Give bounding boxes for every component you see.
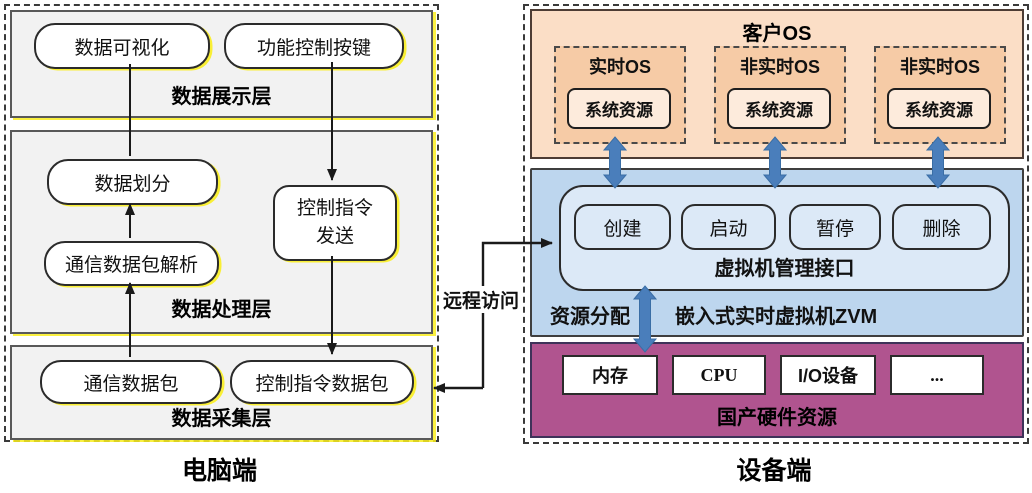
- vm-management-interface-label: 虚拟机管理接口: [714, 258, 855, 280]
- hw-item-label: ...: [930, 364, 944, 385]
- data-display-layer: 数据可视化 功能控制按键 数据展示层: [10, 10, 433, 118]
- node-comm-packet-parsing: 通信数据包解析: [44, 241, 219, 286]
- os-name: 非实时OS: [899, 57, 980, 77]
- vm-button-label: 暂停: [815, 218, 854, 240]
- system-resource-label: 系统资源: [745, 101, 813, 120]
- computer-side-caption: 电脑端: [181, 457, 257, 485]
- device-side-container: [523, 4, 1029, 444]
- system-resource-box: 系统资源: [887, 88, 991, 129]
- realtime-os-box: 实时OS 系统资源: [554, 46, 686, 144]
- vm-pause-button: 暂停: [789, 204, 881, 250]
- node-label: 控制指令数据包: [255, 373, 389, 395]
- system-resource-box: 系统资源: [567, 88, 671, 129]
- system-resource-box: 系统资源: [727, 88, 831, 129]
- vm-start-button: 启动: [681, 204, 776, 250]
- hw-item-label: CPU: [700, 364, 738, 385]
- resource-allocation-label: 资源分配: [550, 306, 630, 328]
- device-side-caption: 设备端: [736, 457, 812, 485]
- os-name: 实时OS: [588, 57, 651, 77]
- data-collection-layer-label: 数据采集层: [171, 408, 272, 430]
- hardware-title: 国产硬件资源: [717, 407, 837, 429]
- zvm-box: 创建 启动 暂停 删除 虚拟机管理接口 资源分配 嵌入式实时虚拟机ZVM: [530, 168, 1024, 337]
- non-realtime-os-box-2: 非实时OS 系统资源: [874, 46, 1006, 144]
- node-label: 通信数据包解析: [64, 255, 198, 276]
- os-name: 非实时OS: [739, 57, 820, 77]
- guest-os-title: 客户OS: [742, 23, 812, 45]
- hardware-box: 内存 CPU I/O设备 ... 国产硬件资源: [530, 342, 1024, 438]
- node-control-instruction-send: 控制指令 发送: [273, 185, 397, 261]
- vm-button-label: 启动: [709, 218, 748, 240]
- computer-side-container: [4, 4, 439, 442]
- node-function-control-buttons: 功能控制按键: [224, 23, 404, 69]
- guest-os-box: 客户OS 实时OS 系统资源 非实时OS 系统资源 非实时OS 系统资源: [530, 9, 1024, 159]
- node-label-line2: 发送: [315, 226, 354, 247]
- node-label: 数据划分: [94, 173, 171, 195]
- node-data-partition: 数据划分: [47, 159, 218, 205]
- hw-cpu: CPU: [672, 355, 766, 395]
- data-processing-layer: 数据划分 控制指令 发送 通信数据包解析 数据处理层: [10, 130, 433, 334]
- vm-button-label: 创建: [603, 218, 642, 240]
- vm-delete-button: 删除: [892, 204, 991, 250]
- hw-memory: 内存: [562, 355, 658, 395]
- hw-ellipsis: ...: [890, 355, 984, 395]
- node-label: 数据可视化: [74, 37, 170, 59]
- node-label-line1: 控制指令: [296, 198, 373, 220]
- node-label: 功能控制按键: [256, 37, 371, 59]
- system-resource-label: 系统资源: [585, 101, 653, 120]
- data-collection-layer: 通信数据包 控制指令数据包 数据采集层: [10, 345, 433, 440]
- data-processing-layer-label: 数据处理层: [171, 299, 272, 321]
- vm-management-interface-box: 创建 启动 暂停 删除 虚拟机管理接口: [559, 185, 1010, 291]
- system-resource-label: 系统资源: [905, 101, 973, 120]
- node-data-visualization: 数据可视化: [34, 23, 210, 69]
- remote-access-label: 远程访问: [441, 286, 522, 313]
- hw-io-device: I/O设备: [780, 355, 876, 395]
- node-comm-packet: 通信数据包: [40, 360, 222, 404]
- data-display-layer-label: 数据展示层: [171, 86, 272, 108]
- vm-button-label: 删除: [922, 218, 961, 240]
- non-realtime-os-box-1: 非实时OS 系统资源: [714, 46, 846, 144]
- node-label: 通信数据包: [83, 373, 179, 395]
- hw-item-label: I/O设备: [797, 366, 858, 386]
- node-ctrl-instruction-packet: 控制指令数据包: [230, 360, 414, 404]
- zvm-title: 嵌入式实时虚拟机ZVM: [675, 306, 878, 328]
- vm-create-button: 创建: [574, 204, 671, 250]
- hw-item-label: 内存: [592, 366, 628, 386]
